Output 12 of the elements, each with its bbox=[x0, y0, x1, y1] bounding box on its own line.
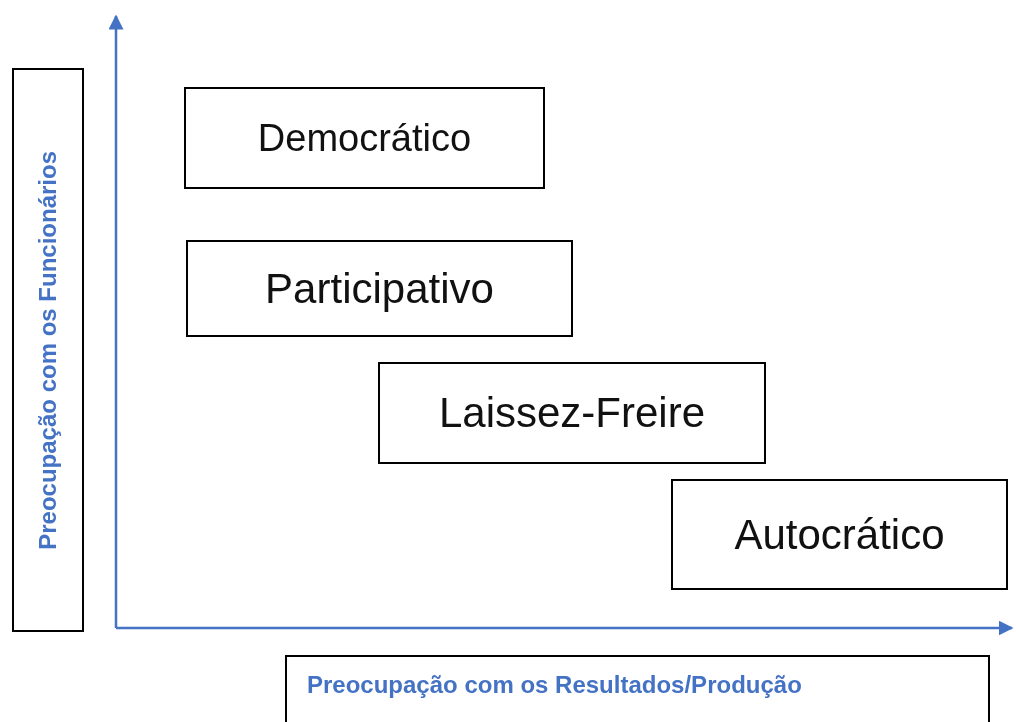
axis-label-box bbox=[12, 68, 84, 632]
style-name: Participativo bbox=[265, 264, 494, 313]
axis-label-box bbox=[285, 655, 990, 722]
style-name: Laissez-Freire bbox=[438, 389, 706, 437]
style-name: Democrático bbox=[257, 116, 472, 160]
style-box-box bbox=[186, 240, 573, 337]
style-box-box bbox=[671, 479, 1008, 590]
axis-title: Preocupação com os Funcionários bbox=[34, 150, 62, 550]
style-name: Autocrático bbox=[734, 510, 945, 559]
style-box-box bbox=[184, 87, 545, 189]
style-box-box bbox=[378, 362, 766, 464]
axis-title: Preocupação com os Resultados/Produção bbox=[307, 671, 802, 699]
